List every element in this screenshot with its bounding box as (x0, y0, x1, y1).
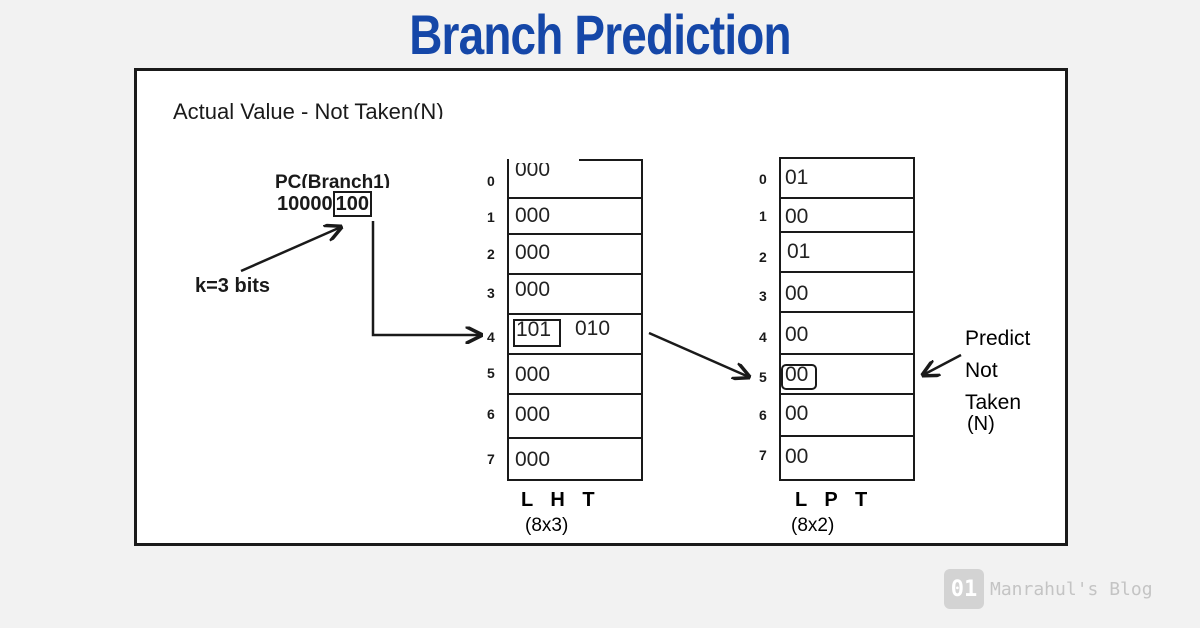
pc-label: PC(Branch1) (275, 172, 391, 188)
lht-index-0: 0 (487, 173, 495, 189)
lht-index-6: 6 (487, 406, 495, 422)
lpt-index-3: 3 (759, 288, 767, 304)
lpt-index-5: 5 (759, 369, 767, 385)
lht-index-1: 1 (487, 209, 495, 225)
lht-highlight-box (513, 319, 561, 347)
lpt-table (779, 157, 915, 481)
lht-index-2: 2 (487, 246, 495, 262)
lpt-value-7: 00 (785, 445, 809, 468)
lpt-row-1 (781, 197, 913, 233)
lht-index-5: 5 (487, 365, 495, 381)
arrows-layer (240, 221, 962, 543)
diagram-frame: Actual Value - Not Taken(N) PC(Branch1) … (134, 68, 1068, 546)
lht-value-5: 000 (515, 363, 551, 386)
prediction-line-4: (N) (967, 413, 995, 435)
lht-row-0 (579, 159, 641, 199)
page-title: Branch Prediction (409, 3, 791, 66)
lht-row-4 (509, 313, 641, 355)
lpt-row-2 (781, 231, 913, 273)
lht-value-2: 000 (515, 241, 551, 264)
lpt-row-5 (781, 353, 913, 395)
lpt-highlight-box (781, 364, 817, 390)
k-bits-label: k=3 bits (195, 275, 271, 297)
prediction-note: Predict Not Taken (965, 323, 1030, 419)
pc-address-index: 100 (332, 191, 372, 217)
blog-watermark: 01 Manrahul's Blog (944, 569, 1153, 609)
lht-value-3: 000 (515, 278, 551, 301)
lpt-name: L P T (795, 489, 874, 511)
lpt-value-5: 00 (785, 363, 809, 386)
lpt-size: (8x2) (791, 515, 835, 536)
lpt-index-6: 6 (759, 407, 767, 423)
lpt-row-4 (781, 311, 913, 355)
actual-value-label: Actual Value - Not Taken(N) (173, 99, 444, 119)
lpt-value-1: 00 (785, 205, 809, 228)
lht-size: (8x3) (525, 515, 569, 536)
lpt-row-0 (781, 157, 913, 199)
lpt-value-6: 00 (785, 402, 809, 425)
lht-row-2 (509, 233, 641, 275)
lht-value-6: 000 (515, 403, 551, 426)
lht-table (507, 159, 643, 481)
blog-name: Manrahul's Blog (990, 578, 1153, 600)
lht-name: L H T (521, 489, 601, 511)
lht-value-7: 000 (515, 448, 551, 471)
lht-row-6 (509, 393, 641, 439)
lpt-value-2: 01 (787, 240, 811, 263)
lpt-index-2: 2 (759, 249, 767, 265)
lht-row-7 (509, 437, 641, 481)
lht-row-3 (509, 273, 641, 315)
lpt-index-0: 0 (759, 171, 767, 187)
lpt-row-3 (781, 271, 913, 313)
lpt-value-4: 00 (785, 323, 809, 346)
prediction-line-3: Taken (965, 391, 1022, 414)
pc-address-prefix: 10000 (277, 193, 333, 215)
lht-row-1 (509, 197, 641, 235)
lht-updated-value: 010 (575, 317, 611, 340)
lpt-index-7: 7 (759, 447, 767, 463)
lht-index-4: 4 (487, 329, 495, 345)
lpt-row-6 (781, 393, 913, 437)
lpt-value-0: 01 (785, 166, 809, 189)
lht-index-7: 7 (487, 451, 495, 467)
lht-value-1: 000 (515, 204, 551, 227)
lht-value-0: 000 (515, 163, 551, 179)
lht-row-5 (509, 353, 641, 395)
k-bits-arrow (240, 227, 341, 273)
index-to-lht-arrow (371, 221, 481, 335)
prediction-line-1: Predict (965, 327, 1031, 350)
lpt-index-4: 4 (759, 329, 767, 345)
blog-logo-icon: 01 (944, 569, 984, 609)
prediction-arrow (923, 353, 962, 375)
lpt-index-1: 1 (759, 208, 767, 224)
prediction-line-2: Not (965, 359, 998, 382)
lpt-value-3: 00 (785, 282, 809, 305)
lht-index-3: 3 (487, 285, 495, 301)
lpt-row-7 (781, 435, 913, 481)
lht-value-4: 101 (516, 318, 552, 341)
lht-to-lpt-arrow (648, 331, 749, 377)
